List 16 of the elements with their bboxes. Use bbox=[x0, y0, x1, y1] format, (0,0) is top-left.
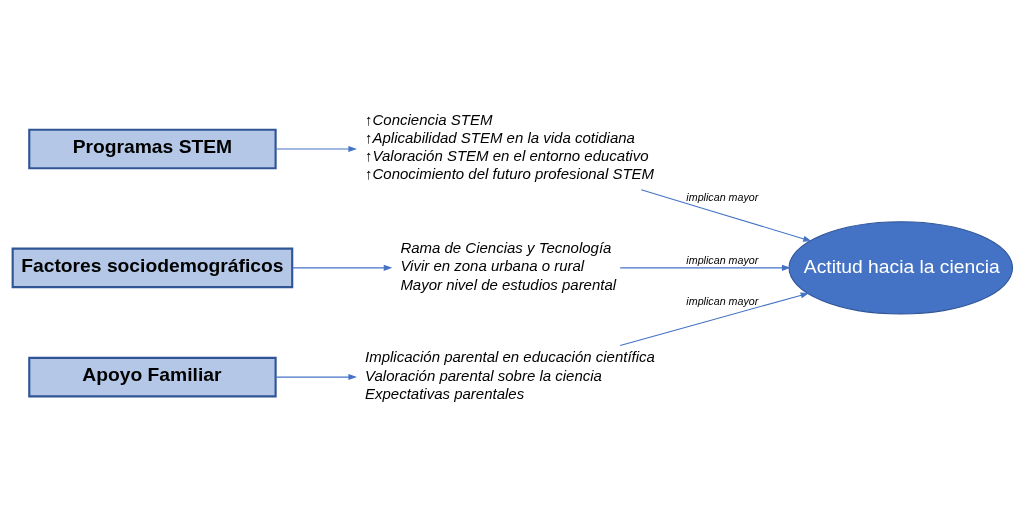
node-ellipse: Actitud hacia la ciencia bbox=[788, 220, 1014, 314]
arrow bbox=[275, 373, 357, 380]
node-box: Apoyo Familiar bbox=[28, 356, 277, 397]
node-text: Implicación parental en educación científica Valoración parental sobre la ciencia Expectativas parentales bbox=[365, 347, 655, 402]
arrow bbox=[292, 264, 393, 271]
arrow bbox=[619, 264, 791, 271]
arrow bbox=[275, 145, 357, 152]
node-box: Factores sociodemográficos bbox=[11, 247, 294, 288]
edge-label: implican mayor bbox=[686, 294, 759, 307]
edge-label: implican mayor bbox=[686, 253, 759, 266]
edge-label: implican mayor bbox=[686, 190, 759, 203]
node-text: Rama de Ciencias y Tecnología Vivir en zona urbana o rural Mayor nivel de estudios parental bbox=[400, 238, 617, 293]
arrow bbox=[640, 188, 812, 242]
arrow bbox=[619, 291, 810, 346]
node-box: Programas STEM bbox=[28, 128, 277, 169]
node-text: ↑Conciencia STEM ↑Aplicabilidad STEM en la vida cotidiana ↑Valoración STEM en el entorno educativo ↑Conocimiento del futuro profesional STEM bbox=[365, 110, 655, 182]
